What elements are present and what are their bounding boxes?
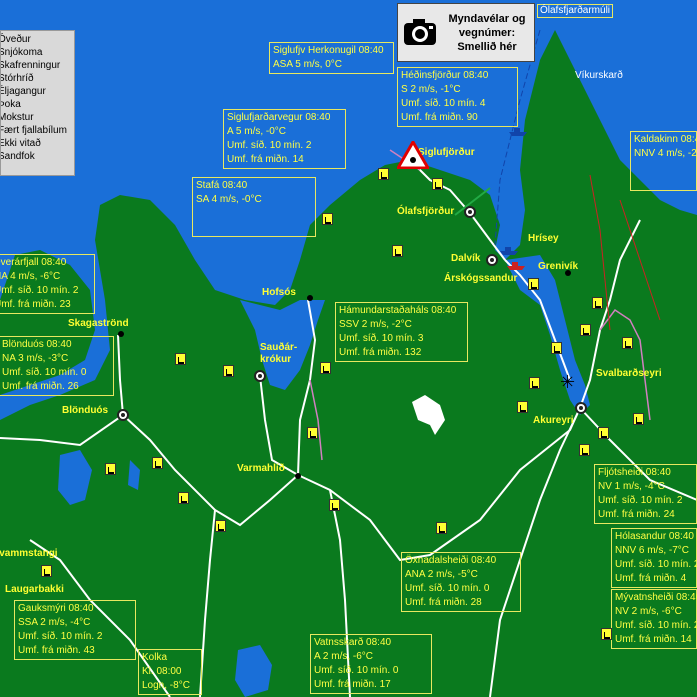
road-sign-icon[interactable] bbox=[223, 365, 234, 377]
camera-link-button[interactable]: Myndavélar og vegnúmer: Smellið hér bbox=[397, 3, 535, 62]
road-sign-icon[interactable] bbox=[598, 427, 609, 439]
road-sign-icon[interactable] bbox=[392, 245, 403, 257]
place-svalbardseyri: Svalbarðseyri bbox=[596, 368, 662, 379]
town-dot[interactable] bbox=[565, 270, 571, 276]
road-sign-icon[interactable] bbox=[517, 401, 528, 413]
road-sign-icon[interactable] bbox=[329, 499, 340, 511]
road-sign-icon[interactable] bbox=[320, 362, 331, 374]
place-hofsos: Hofsós bbox=[262, 287, 296, 298]
land-mass bbox=[0, 30, 697, 697]
road-sign-icon[interactable] bbox=[633, 413, 644, 425]
ferry-icon[interactable] bbox=[500, 247, 518, 255]
ferry-icon[interactable] bbox=[509, 128, 527, 136]
warning-triangle-icon[interactable] bbox=[397, 141, 429, 169]
place-hvammstangi: Hvammstangi bbox=[0, 548, 58, 559]
road-sign-icon[interactable] bbox=[529, 377, 540, 389]
legend-item[interactable]: Ekki vitað bbox=[0, 138, 41, 149]
town-marker[interactable] bbox=[464, 206, 476, 218]
road-sign-icon[interactable] bbox=[178, 492, 189, 504]
road-sign-icon[interactable] bbox=[175, 353, 186, 365]
town-dot[interactable] bbox=[118, 331, 124, 337]
legend-item[interactable]: Þoka bbox=[0, 99, 21, 110]
weather-legend: Óveður Snjókoma Skafrenningur Stórhríð É… bbox=[0, 30, 75, 176]
place-skagastrond: Skagaströnd bbox=[68, 318, 129, 329]
airport-icon[interactable]: ✳ bbox=[560, 372, 576, 393]
road-sign-icon[interactable] bbox=[580, 324, 591, 336]
place-laugarbakki: Laugarbakki bbox=[5, 584, 64, 595]
place-olafsfjardarmuli[interactable]: Ólafsfjarðarmúli bbox=[537, 4, 614, 18]
town-marker[interactable] bbox=[117, 409, 129, 421]
legend-item[interactable]: Mokstur bbox=[0, 112, 34, 123]
place-dalvik: Dalvík bbox=[451, 253, 481, 264]
road-sign-icon[interactable] bbox=[436, 522, 447, 534]
camera-icon bbox=[404, 19, 436, 45]
legend-item[interactable]: Sandfok bbox=[0, 151, 35, 162]
road-sign-icon[interactable] bbox=[378, 168, 389, 180]
legend-item[interactable]: Fært fjallabílum bbox=[0, 125, 67, 136]
camera-link-label: Myndavélar og vegnúmer: Smellið hér bbox=[448, 13, 526, 53]
road-sign-icon[interactable] bbox=[601, 628, 612, 640]
road-sign-icon[interactable] bbox=[592, 297, 603, 309]
road-sign-icon[interactable] bbox=[622, 337, 633, 349]
road-sign-icon[interactable] bbox=[105, 463, 116, 475]
place-siglufjordur: Siglufjörður bbox=[418, 147, 475, 158]
place-arskogssandur: Árskógssandur bbox=[444, 273, 518, 284]
place-hrisey: Hrísey bbox=[528, 233, 559, 244]
road-sign-icon[interactable] bbox=[528, 278, 539, 290]
town-marker[interactable] bbox=[254, 370, 266, 382]
town-dot[interactable] bbox=[307, 295, 313, 301]
legend-item[interactable]: Snjókoma bbox=[0, 47, 43, 58]
road-sign-icon[interactable] bbox=[551, 342, 562, 354]
place-blonduos: Blönduós bbox=[62, 405, 109, 416]
road-sign-icon[interactable] bbox=[215, 520, 226, 532]
town-marker[interactable] bbox=[575, 402, 587, 414]
place-varmahlid: Varmahlíð bbox=[237, 463, 285, 474]
road-sign-icon[interactable] bbox=[41, 565, 52, 577]
legend-item[interactable]: Óveður bbox=[0, 34, 31, 45]
town-dot[interactable] bbox=[295, 473, 301, 479]
place-saudarkrokur: Sauðár- krókur bbox=[260, 342, 298, 365]
road-sign-icon[interactable] bbox=[322, 213, 333, 225]
place-akureyri: Akureyri bbox=[533, 415, 574, 426]
legend-item[interactable]: Stórhríð bbox=[0, 73, 34, 84]
legend-item[interactable]: Éljagangur bbox=[0, 86, 46, 97]
road-sign-icon[interactable] bbox=[432, 178, 443, 190]
place-vikurskard[interactable]: Víkurskarð bbox=[575, 70, 623, 81]
road-sign-icon[interactable] bbox=[579, 444, 590, 456]
legend-item[interactable]: Skafrenningur bbox=[0, 60, 61, 71]
town-marker[interactable] bbox=[486, 254, 498, 266]
place-olafsfjordur: Ólafsfjörður bbox=[397, 206, 455, 217]
road-sign-icon[interactable] bbox=[307, 427, 318, 439]
ferry-icon[interactable] bbox=[507, 262, 525, 270]
road-sign-icon[interactable] bbox=[152, 457, 163, 469]
place-grenivik: Grenivík bbox=[538, 261, 579, 272]
